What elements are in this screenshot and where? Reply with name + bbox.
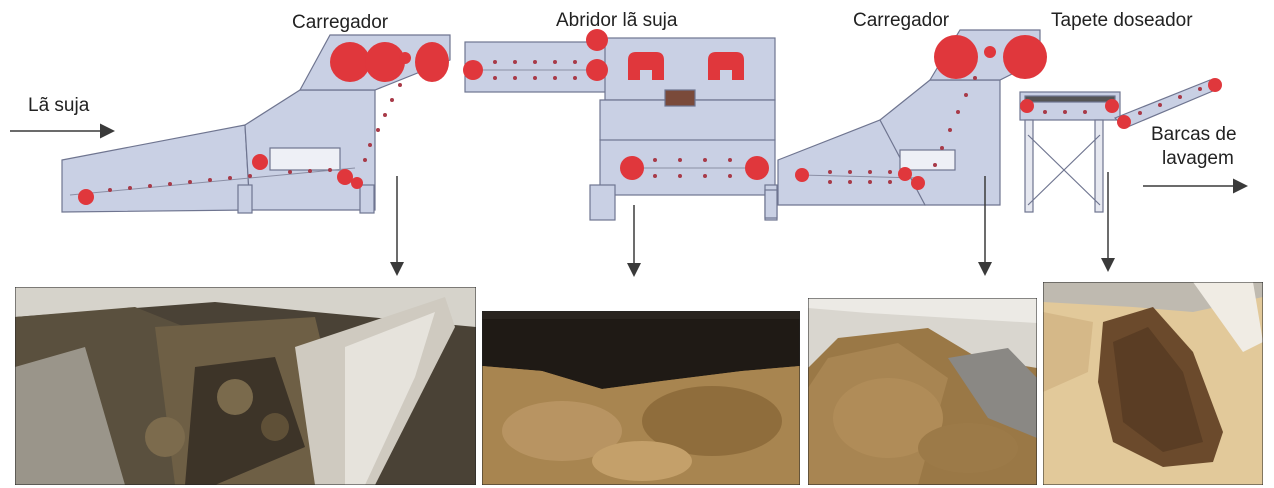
- roller-icon: [586, 59, 608, 81]
- dosing-belt-machine: [1020, 80, 1220, 212]
- photo-dosing-belt-wool: [1043, 282, 1263, 485]
- roller-icon: [252, 154, 268, 170]
- roller-icon: [620, 156, 644, 180]
- photo-opener-wool: [482, 311, 800, 485]
- roller-icon: [1020, 99, 1034, 113]
- roller-icon: [898, 167, 912, 181]
- roller-icon: [1208, 78, 1222, 92]
- label-loader-1: Carregador: [292, 12, 388, 34]
- label-output-line2: lavagem: [1162, 148, 1234, 170]
- label-opener: Abridor lã suja: [556, 10, 677, 32]
- roller-icon: [586, 29, 608, 51]
- roller-icon: [795, 168, 809, 182]
- down-arrow: [388, 176, 406, 276]
- photo-loader-1-wool: [15, 287, 476, 485]
- roller-icon: [745, 156, 769, 180]
- loader-2-machine: [765, 30, 1040, 218]
- roller-icon: [1105, 99, 1119, 113]
- label-output-line1: Barcas de: [1151, 124, 1237, 146]
- label-input: Lã suja: [28, 95, 89, 117]
- label-loader-2: Carregador: [853, 10, 949, 32]
- loader-1-drums: [330, 42, 449, 82]
- roller-icon: [351, 177, 363, 189]
- roller-icon: [78, 189, 94, 205]
- roller-icon: [337, 169, 353, 185]
- photo-loader-2-wool: [808, 298, 1037, 485]
- down-arrow: [625, 205, 643, 277]
- roller-icon: [1117, 115, 1131, 129]
- down-arrow: [1099, 172, 1117, 272]
- label-dosing-belt: Tapete doseador: [1051, 10, 1193, 32]
- down-arrow: [976, 176, 994, 276]
- roller-icon: [463, 60, 483, 80]
- roller-icon: [911, 176, 925, 190]
